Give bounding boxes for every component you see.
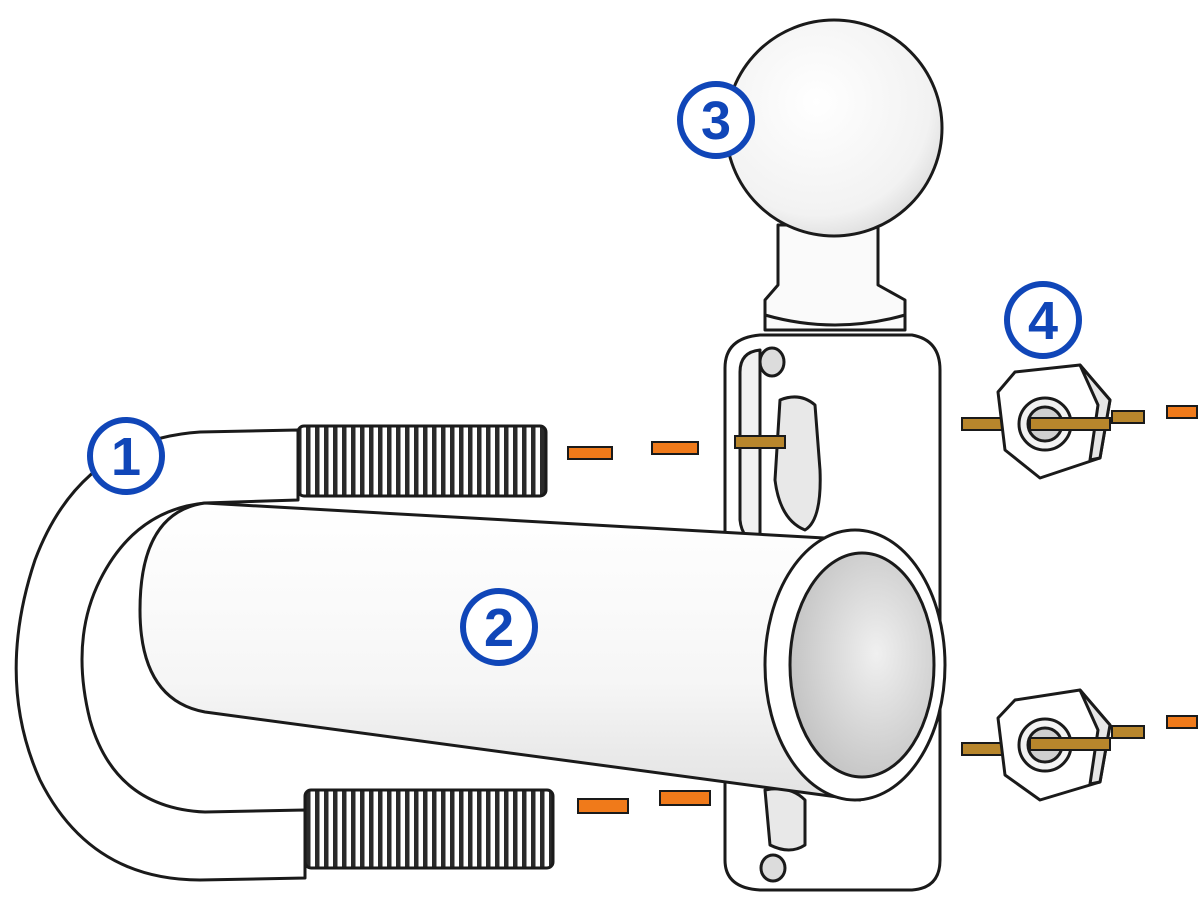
u-bolt-thread-lower (303, 788, 555, 870)
callout-2-label: 2 (484, 598, 514, 658)
upper-slot (773, 395, 822, 532)
callout-1: 1 (87, 417, 165, 495)
callout-2: 2 (460, 588, 538, 666)
callout-4-label: 4 (1028, 291, 1058, 351)
neck-collar (763, 313, 907, 327)
top-hole (758, 346, 786, 378)
bottom-hole (759, 853, 787, 883)
nut-lower (996, 688, 1112, 802)
callout-4: 4 (1004, 281, 1082, 359)
callout-1-label: 1 (111, 427, 141, 487)
u-bolt (14, 424, 555, 882)
ball-neck (763, 223, 907, 332)
nut-upper (996, 363, 1112, 480)
u-bolt-thread-upper (296, 424, 548, 498)
ball (724, 18, 944, 238)
u-bolt-bend (14, 428, 307, 882)
tube (138, 501, 947, 802)
tube-bore (788, 551, 936, 779)
guide-dashes (567, 405, 1198, 814)
callout-3-label: 3 (701, 91, 731, 151)
lower-slot (763, 787, 807, 852)
callout-3: 3 (677, 81, 755, 159)
